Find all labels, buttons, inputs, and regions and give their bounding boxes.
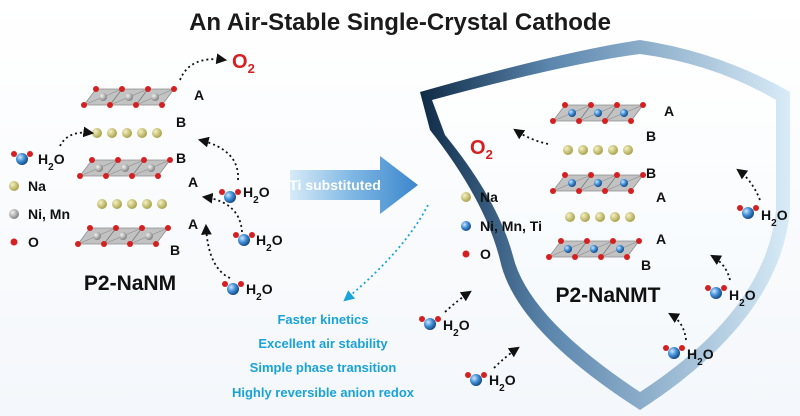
svg-text:B: B — [176, 114, 186, 130]
water-molecule-icon — [705, 285, 727, 299]
ti-substituted-arrow: Ti substituted — [289, 156, 418, 214]
right-layer-labels: A B B A A B — [641, 103, 674, 273]
legend-o-right: O — [480, 246, 491, 262]
svg-text:H2O: H2O — [38, 151, 65, 173]
svg-text:B: B — [176, 150, 186, 166]
water-molecule-icon — [219, 189, 241, 203]
water-molecule-icon — [222, 281, 244, 295]
svg-text:A: A — [188, 174, 198, 190]
ni-mn-ti-legend-icon — [461, 221, 471, 231]
feature-pointer-arrow — [343, 204, 429, 302]
left-water-label-2: H2O — [256, 232, 283, 254]
right-water-label-5: H2O — [489, 372, 516, 394]
p2-nanm-structure — [75, 86, 177, 247]
left-legend-water: H2O — [11, 151, 65, 173]
feature-list: Faster kinetics Excellent air stability … — [232, 312, 415, 400]
ti-substituted-label: Ti substituted — [289, 177, 381, 193]
svg-text:B: B — [170, 242, 180, 258]
left-o2-label: O2 — [232, 51, 255, 76]
right-water-label-3: H2O — [687, 346, 714, 368]
na-legend-icon-right — [461, 192, 471, 202]
left-slab-2 — [77, 157, 173, 179]
right-slab-2 — [550, 172, 646, 194]
left-legend: H2O Na Ni, Mn O — [9, 151, 70, 250]
p2-nanmt-structure — [546, 102, 646, 260]
oxygen-legend-icon-right — [462, 250, 470, 258]
svg-text:O2: O2 — [232, 51, 255, 76]
left-diffusion-arrows — [59, 53, 243, 279]
svg-text:A: A — [194, 87, 204, 103]
svg-text:A: A — [656, 231, 666, 247]
svg-text:B: B — [646, 128, 656, 144]
right-o2-label: O2 — [470, 137, 493, 162]
left-slab-1 — [81, 86, 177, 108]
left-layer-labels: A B B A A B — [170, 87, 204, 258]
left-na-row-2 — [97, 199, 167, 209]
water-molecule-icon — [737, 205, 759, 219]
right-water-molecules — [419, 205, 759, 386]
right-legend: Na Ni, Mn, Ti O — [461, 189, 542, 262]
na-legend-icon — [9, 181, 19, 191]
legend-ni-mn: Ni, Mn — [28, 206, 70, 222]
svg-text:B: B — [641, 257, 651, 273]
oxygen-legend-icon — [10, 238, 18, 246]
legend-ni-mn-ti: Ni, Mn, Ti — [480, 218, 542, 234]
right-water-label-4: H2O — [443, 317, 470, 339]
right-water-label-1: H2O — [761, 207, 788, 229]
water-molecule-icon — [233, 232, 255, 246]
p2-nanm-label: P2-NaNM — [84, 272, 176, 295]
p2-nanmt-label: P2-NaNMT — [555, 284, 660, 307]
right-na-row-1 — [563, 145, 633, 155]
feature-1: Faster kinetics — [277, 312, 368, 327]
svg-text:O2: O2 — [470, 137, 493, 162]
water-molecule-icon — [465, 372, 487, 386]
legend-na: Na — [28, 178, 46, 194]
shield-icon — [420, 40, 790, 410]
left-na-row-1 — [92, 128, 162, 138]
left-water-molecules — [219, 189, 255, 295]
left-water-label-1: H2O — [243, 184, 270, 206]
left-water-label-3: H2O — [246, 281, 273, 303]
page-title: An Air-Stable Single-Crystal Cathode — [189, 9, 611, 36]
left-slab-3 — [75, 225, 171, 247]
svg-text:A: A — [664, 103, 674, 119]
right-slab-3 — [546, 238, 642, 260]
water-molecule-icon — [663, 345, 685, 359]
svg-text:B: B — [646, 165, 656, 181]
right-water-label-2: H2O — [729, 287, 756, 309]
feature-3: Simple phase transition — [250, 360, 397, 375]
right-diffusion-arrows — [444, 128, 761, 369]
ni-mn-legend-icon — [9, 209, 19, 219]
right-slab-1 — [550, 102, 646, 124]
svg-text:A: A — [188, 216, 198, 232]
water-molecule-icon — [419, 316, 441, 330]
feature-2: Excellent air stability — [258, 336, 388, 351]
feature-4: Highly reversible anion redox — [232, 385, 415, 400]
legend-o: O — [28, 234, 39, 250]
svg-text:A: A — [656, 189, 666, 205]
right-na-row-2 — [565, 212, 635, 222]
legend-na-right: Na — [480, 189, 498, 205]
